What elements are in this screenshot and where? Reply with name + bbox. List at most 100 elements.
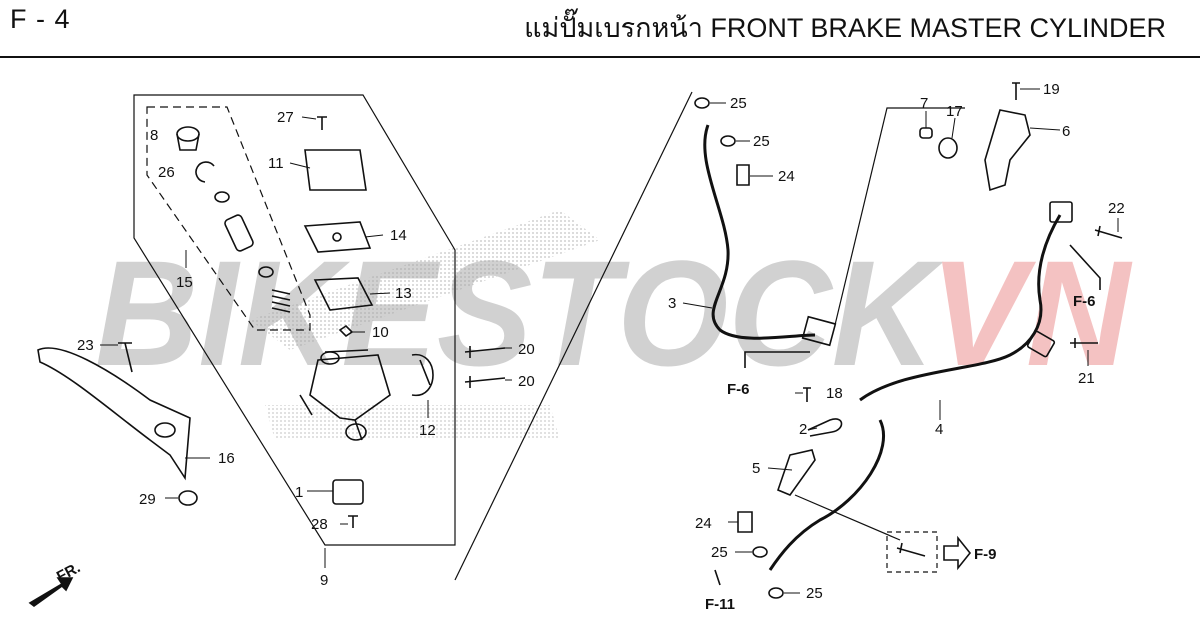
callout-25-second: 25 bbox=[753, 133, 770, 150]
callout-20-upper: 20 bbox=[518, 341, 535, 358]
seal-icon bbox=[258, 266, 274, 278]
piston-kit-box bbox=[146, 106, 311, 331]
callout-2: 2 bbox=[799, 421, 807, 438]
callout-12: 12 bbox=[419, 422, 436, 439]
pivot-nut-icon bbox=[178, 490, 198, 506]
hose-clamp-bolt-icon bbox=[1070, 338, 1098, 348]
main-brake-hose-icon bbox=[768, 419, 886, 571]
bracket-region-line bbox=[834, 107, 965, 326]
callout-17: 17 bbox=[946, 103, 963, 120]
switch-screw-icon bbox=[348, 515, 358, 528]
ref-f11: F-11 bbox=[705, 596, 735, 613]
sealing-washer-icon bbox=[694, 97, 710, 109]
callout-3: 3 bbox=[668, 295, 676, 312]
diaphragm-icon bbox=[313, 277, 374, 311]
part-callouts: 1 2 3 4 5 6 7 8 9 10 11 12 13 14 15 16 1… bbox=[77, 81, 1125, 602]
callout-24-upper: 24 bbox=[778, 168, 795, 185]
callout-16: 16 bbox=[218, 450, 235, 467]
collar-icon bbox=[919, 127, 933, 139]
hose-clamp-plate-icon bbox=[777, 449, 816, 496]
f6-arrow-icon bbox=[1069, 244, 1101, 290]
holder-bolt-icon bbox=[464, 376, 506, 388]
oil-bolt-icon bbox=[736, 164, 750, 186]
f9-bolt-icon bbox=[896, 542, 926, 557]
callout-25-top: 25 bbox=[730, 95, 747, 112]
hose-joint-icon bbox=[801, 315, 837, 347]
upper-brake-hose-icon bbox=[703, 124, 816, 340]
hose-clamp-icon bbox=[807, 418, 843, 437]
callout-9: 9 bbox=[320, 572, 328, 589]
sealing-washer-icon bbox=[752, 546, 768, 558]
honda-wing-dots bbox=[250, 210, 600, 350]
f9-outline-arrow-icon bbox=[943, 535, 972, 571]
spring-icon bbox=[271, 289, 291, 313]
callout-4: 4 bbox=[935, 421, 943, 438]
f6-arrow-icon bbox=[744, 351, 810, 368]
callout-21: 21 bbox=[1078, 370, 1095, 387]
callout-10: 10 bbox=[372, 324, 389, 341]
watermark-right-text: VN bbox=[930, 229, 1133, 397]
front-direction-arrow-icon bbox=[28, 577, 74, 607]
components bbox=[28, 82, 1123, 607]
fitting-bolt-icon bbox=[1094, 225, 1123, 239]
ref-f6-right: F-6 bbox=[1073, 293, 1096, 310]
bolt-leader-line bbox=[794, 494, 901, 541]
oil-bolt-icon bbox=[737, 511, 753, 533]
callout-1: 1 bbox=[295, 484, 303, 501]
callout-29: 29 bbox=[139, 491, 156, 508]
bracket-bolt-icon bbox=[1012, 82, 1020, 100]
diaphragm-plate-icon bbox=[303, 221, 372, 253]
sealing-washer-icon bbox=[720, 135, 736, 147]
callout-23: 23 bbox=[77, 337, 94, 354]
hose-bracket-icon bbox=[984, 109, 1031, 192]
holder-icon bbox=[411, 354, 434, 396]
hose-fitting-icon bbox=[1049, 201, 1073, 223]
callout-22: 22 bbox=[1108, 200, 1125, 217]
honda-logo-dots bbox=[265, 405, 560, 440]
callout-7: 7 bbox=[920, 95, 928, 112]
hose-region-line bbox=[454, 91, 693, 581]
callout-26: 26 bbox=[158, 164, 175, 181]
title-divider bbox=[0, 56, 1200, 58]
callout-11: 11 bbox=[268, 155, 284, 172]
pivot-bolt-icon bbox=[118, 342, 133, 373]
sealing-washer-icon bbox=[768, 587, 784, 599]
lower-brake-hose-icon bbox=[859, 214, 1062, 402]
f11-arrow-icon bbox=[714, 569, 721, 586]
cap-screw-icon bbox=[317, 116, 327, 130]
callout-18: 18 bbox=[826, 385, 843, 402]
grommet-icon bbox=[938, 137, 958, 159]
callout-13: 13 bbox=[395, 285, 412, 302]
piston-icon bbox=[224, 214, 254, 252]
front-direction-label: FR. bbox=[54, 559, 83, 585]
master-cylinder-assembly-box bbox=[133, 94, 456, 546]
callout-28: 28 bbox=[311, 516, 328, 533]
page-title: แม่ปั๊มเบรกหน้า FRONT BRAKE MASTER CYLIN… bbox=[524, 13, 1166, 43]
piston-boot-icon bbox=[176, 126, 200, 151]
reservoir-cap-icon bbox=[304, 149, 367, 191]
holder-bolt-icon bbox=[464, 346, 506, 358]
brake-light-switch-icon bbox=[332, 479, 364, 505]
callout-20-lower: 20 bbox=[518, 373, 535, 390]
circlip-icon bbox=[195, 161, 215, 183]
callout-6: 6 bbox=[1062, 123, 1070, 140]
ref-f9: F-9 bbox=[974, 546, 997, 563]
callout-14: 14 bbox=[390, 227, 407, 244]
master-cylinder-body-icon bbox=[299, 349, 391, 441]
callout-25-bottom: 25 bbox=[806, 585, 823, 602]
brake-lever-icon bbox=[37, 347, 191, 481]
callout-19: 19 bbox=[1043, 81, 1060, 98]
hose-fitting-icon bbox=[1026, 330, 1056, 358]
ref-f6-hose: F-6 bbox=[727, 381, 750, 398]
callout-5: 5 bbox=[752, 460, 760, 477]
watermark: BIKESTOCK VN bbox=[95, 210, 1133, 440]
callout-24-lower: 24 bbox=[695, 515, 712, 532]
assembly-outlines bbox=[133, 91, 965, 581]
callout-27: 27 bbox=[277, 109, 294, 126]
callout-8: 8 bbox=[150, 127, 158, 144]
callout-25-third: 25 bbox=[711, 544, 728, 561]
page-code: F - 4 bbox=[10, 4, 71, 34]
callout-15: 15 bbox=[176, 274, 193, 291]
clamp-bolt-icon bbox=[803, 387, 811, 402]
